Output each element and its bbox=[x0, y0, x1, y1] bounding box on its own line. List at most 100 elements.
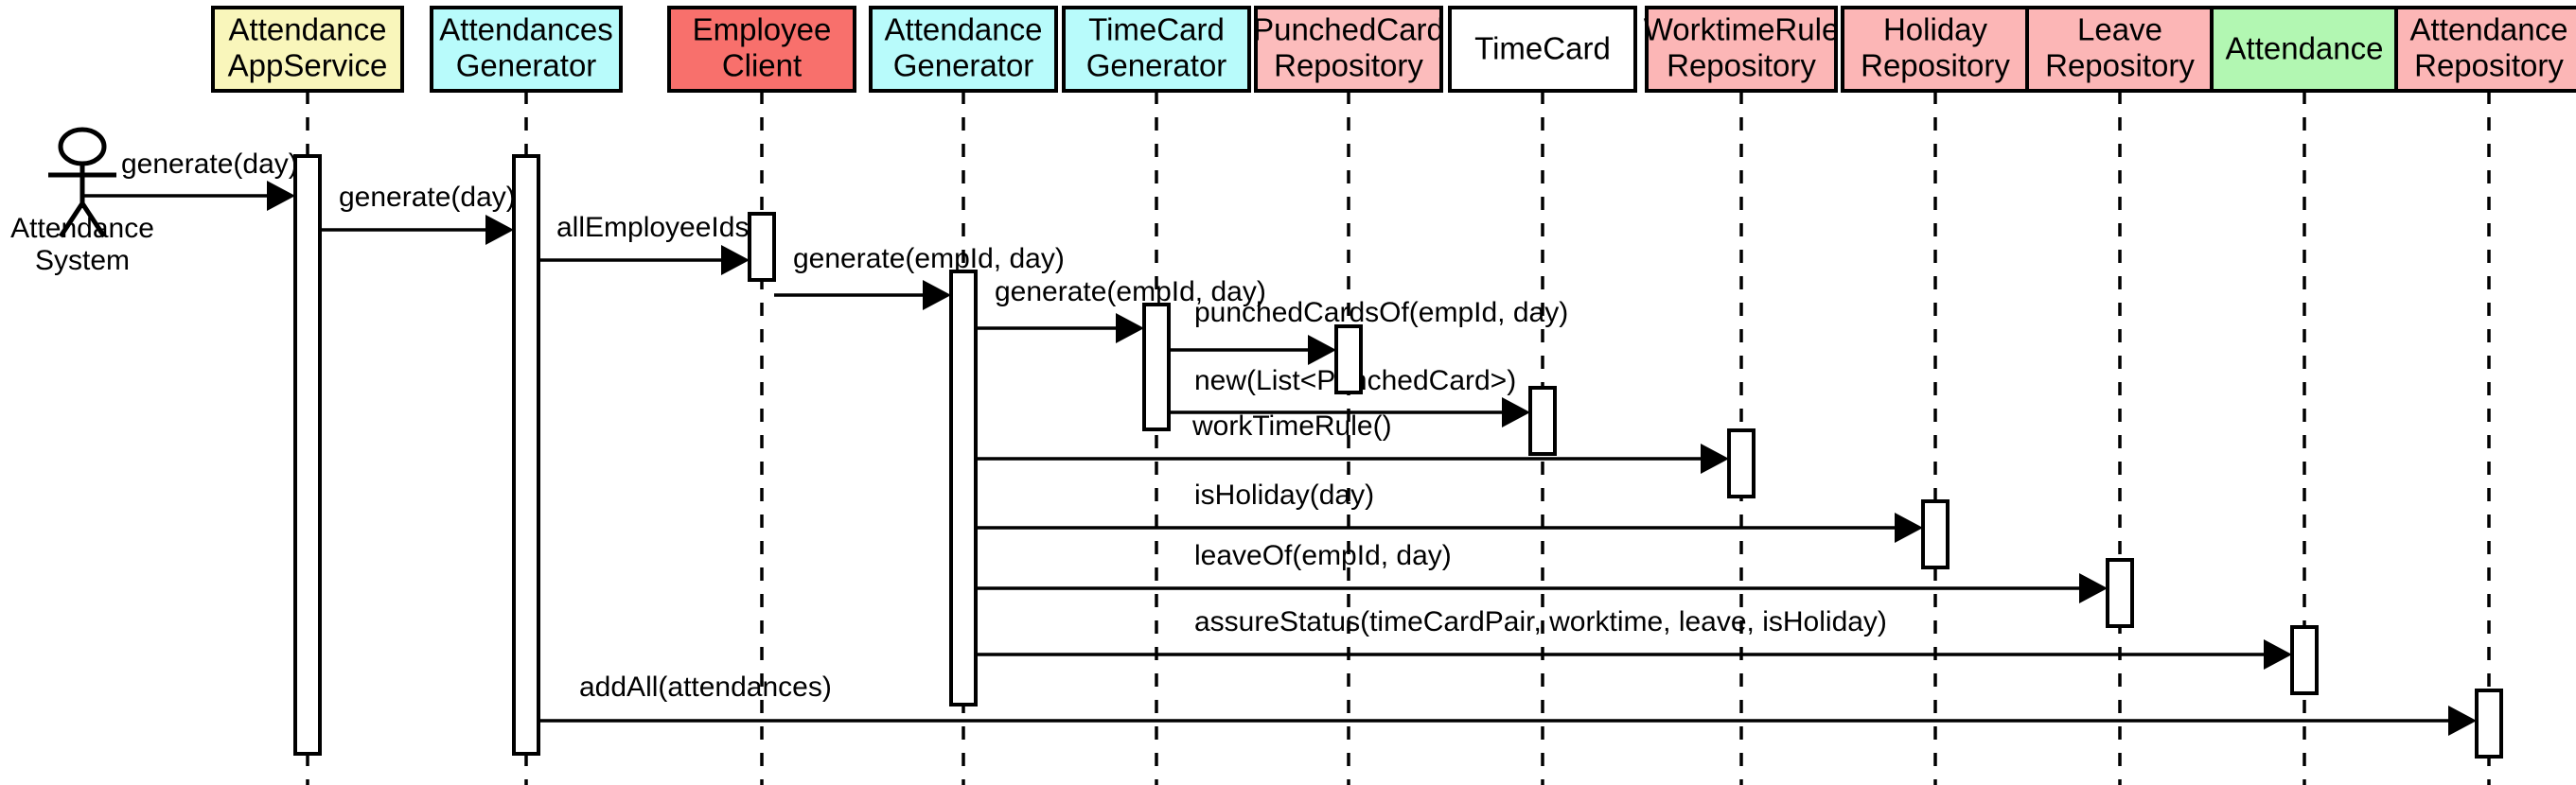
msg-all-employee-ids-arrowhead bbox=[721, 245, 750, 275]
participant-label-worktimerule-repository-line1: WorktimeRule bbox=[1644, 12, 1840, 47]
participant-label-employee-client-line1: Employee bbox=[693, 12, 832, 47]
participant-box-attendance-appservice[interactable] bbox=[211, 6, 404, 93]
participant-box-employee-client[interactable] bbox=[667, 6, 856, 93]
participant-timecard[interactable]: TimeCard bbox=[1448, 6, 1637, 93]
actor-label-line2: System bbox=[35, 245, 130, 276]
participant-label-timecard-generator-line1: TimeCard bbox=[1088, 12, 1225, 47]
participant-box-attendance-repository[interactable] bbox=[2394, 6, 2576, 93]
actor-head-icon bbox=[58, 127, 107, 166]
participant-label-attendances-generator-line2: Generator bbox=[456, 48, 597, 83]
msg-generate-day-2-arrowhead bbox=[485, 215, 514, 245]
participant-label-holiday-repository-line2: Repository bbox=[1861, 48, 2010, 83]
participant-label-timecard-generator-line2: Generator bbox=[1086, 48, 1227, 83]
participant-box-timecard[interactable] bbox=[1448, 6, 1637, 93]
msg-is-holiday-arrowhead bbox=[1895, 513, 1923, 543]
msg-new-list-punchedcard-arrowhead bbox=[1502, 397, 1530, 427]
participant-label-attendance-repository-line2: Repository bbox=[2414, 48, 2564, 83]
msg-generate-day-1-arrowhead bbox=[267, 181, 295, 211]
msg-generate-empid-2-label: generate(empId, day) bbox=[995, 276, 1266, 307]
activations-layer bbox=[293, 154, 2503, 759]
msg-generate-empid-1-arrowhead bbox=[923, 280, 951, 310]
activation-timecard-generator bbox=[1142, 303, 1171, 431]
activation-attendance bbox=[2290, 625, 2319, 695]
activation-attendances-generator bbox=[512, 154, 540, 756]
participant-boxes-layer: AttendanceAppServiceAttendancesGenerator… bbox=[211, 6, 2576, 93]
participant-label-attendance-appservice-line2: AppService bbox=[228, 48, 388, 83]
activation-employee-client bbox=[748, 212, 776, 282]
participant-label-attendances-generator-line1: Attendances bbox=[439, 12, 612, 47]
msg-punched-cards-of-arrowhead bbox=[1308, 335, 1336, 365]
participant-label-attendance-appservice-line1: Attendance bbox=[229, 12, 387, 47]
participant-box-attendances-generator[interactable] bbox=[430, 6, 623, 93]
participant-label-leave-repository-line1: Leave bbox=[2077, 12, 2162, 47]
activation-holiday-repository bbox=[1921, 499, 1950, 569]
activation-worktimerule-repository bbox=[1727, 428, 1756, 498]
msg-punched-cards-of-label: punchedCardsOf(empId, day) bbox=[1194, 297, 1568, 328]
msg-is-holiday: isHoliday(day) bbox=[976, 480, 1923, 543]
participant-label-attendance: Attendance bbox=[2226, 31, 2384, 66]
msg-worktimerule-arrowhead bbox=[1701, 444, 1729, 474]
msg-all-employee-ids: allEmployeeIds() bbox=[538, 212, 768, 275]
msg-worktimerule-label: workTimeRule() bbox=[1191, 410, 1392, 442]
participant-box-holiday-repository[interactable] bbox=[1841, 6, 2030, 93]
msg-generate-day-2-label: generate(day) bbox=[339, 182, 516, 213]
msg-worktimerule: workTimeRule() bbox=[976, 410, 1729, 474]
participant-box-worktimerule-repository[interactable] bbox=[1645, 6, 1838, 93]
activation-attendance-repository bbox=[2475, 689, 2503, 759]
participant-label-timecard: TimeCard bbox=[1474, 31, 1611, 66]
participant-label-leave-repository-line2: Repository bbox=[2045, 48, 2195, 83]
activation-attendance-appservice bbox=[293, 154, 322, 756]
participant-label-attendance-generator-line2: Generator bbox=[893, 48, 1034, 83]
participant-label-employee-client-line2: Client bbox=[722, 48, 802, 83]
msg-add-all-label: addAll(attendances) bbox=[579, 672, 832, 703]
msg-is-holiday-label: isHoliday(day) bbox=[1194, 480, 1374, 511]
participant-box-attendance-generator[interactable] bbox=[869, 6, 1058, 93]
msg-generate-day-1-label: generate(day) bbox=[121, 148, 298, 180]
participant-box-leave-repository[interactable] bbox=[2025, 6, 2214, 93]
participant-box-attendance[interactable] bbox=[2210, 6, 2399, 93]
participant-label-worktimerule-repository-line2: Repository bbox=[1667, 48, 1816, 83]
msg-generate-day-2: generate(day) bbox=[320, 182, 516, 245]
msg-assure-status: assureStatus(timeCardPair, worktime, lea… bbox=[976, 606, 2292, 670]
msg-leave-of-label: leaveOf(empId, day) bbox=[1194, 540, 1452, 571]
msg-assure-status-arrowhead bbox=[2264, 639, 2292, 670]
participant-label-holiday-repository-line1: Holiday bbox=[1883, 12, 1988, 47]
msg-generate-empid-2: generate(empId, day) bbox=[976, 276, 1266, 343]
msg-punched-cards-of: punchedCardsOf(empId, day) bbox=[1169, 297, 1568, 365]
activation-attendance-generator bbox=[949, 270, 978, 706]
participant-attendance[interactable]: Attendance bbox=[2210, 6, 2399, 93]
msg-leave-of-arrowhead bbox=[2079, 573, 2108, 603]
participant-label-punchedcard-repository-line1: PunchedCard bbox=[1253, 12, 1444, 47]
participant-label-punchedcard-repository-line2: Repository bbox=[1274, 48, 1423, 83]
msg-generate-day-1: generate(day) bbox=[82, 148, 298, 211]
messages-layer: generate(day) generate(day) allEmployeeIds… bbox=[82, 148, 2477, 736]
actor-left-leg-icon bbox=[58, 201, 85, 238]
msg-generate-empid-2-arrowhead bbox=[1116, 313, 1144, 343]
msg-leave-of: leaveOf(empId, day) bbox=[976, 540, 2108, 603]
activation-timecard bbox=[1528, 386, 1557, 456]
activation-leave-repository bbox=[2106, 558, 2134, 628]
actor-label-line1: Attendance bbox=[10, 213, 154, 244]
actor-right-leg-icon bbox=[79, 201, 107, 238]
participant-box-timecard-generator[interactable] bbox=[1062, 6, 1251, 93]
msg-generate-empid-1: generate(empId, day) bbox=[774, 243, 1065, 310]
participant-label-attendance-generator-line1: Attendance bbox=[885, 12, 1043, 47]
msg-assure-status-label: assureStatus(timeCardPair, worktime, lea… bbox=[1194, 606, 1887, 637]
msg-add-all: addAll(attendances) bbox=[538, 672, 2477, 736]
activation-punchedcard-repository bbox=[1334, 324, 1363, 394]
participant-box-punchedcard-repository[interactable] bbox=[1254, 6, 1443, 93]
